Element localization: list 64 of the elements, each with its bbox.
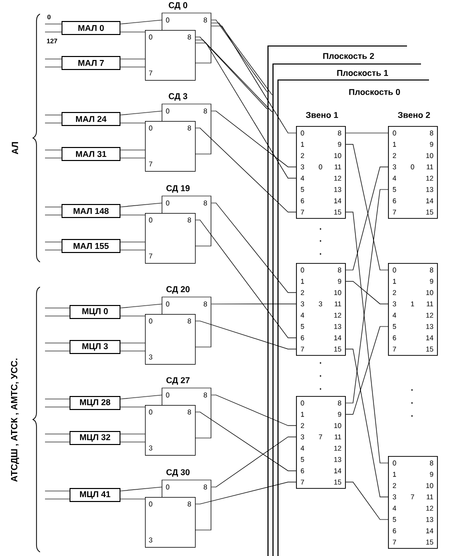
connector-line xyxy=(346,144,388,270)
connector-line xyxy=(120,214,146,216)
connector-line xyxy=(120,66,146,68)
connector-line xyxy=(120,350,146,352)
connector-line xyxy=(346,482,388,520)
connector-line xyxy=(120,304,162,308)
connector-line xyxy=(211,110,296,168)
connector-line xyxy=(120,58,146,60)
input-line xyxy=(44,342,70,344)
connector-line xyxy=(195,220,296,338)
plane-label: Плоскость 0 xyxy=(349,89,400,95)
input-line xyxy=(44,398,70,400)
connector-line xyxy=(120,20,162,24)
connector-line xyxy=(211,26,296,134)
group-label: АТСДШ , АТСК , АМТС, УСС. xyxy=(10,358,20,482)
connector-line xyxy=(120,406,146,408)
module-box: МЦЛ 28 xyxy=(70,396,120,410)
module-box: МАЛ 0 xyxy=(62,21,120,35)
connector-line xyxy=(195,128,296,212)
connector-line xyxy=(346,212,388,464)
connector-line xyxy=(195,320,296,350)
connector-line xyxy=(120,486,162,492)
input-line xyxy=(44,350,70,352)
input-line xyxy=(44,490,70,492)
connector-line xyxy=(346,189,388,404)
connector-line xyxy=(195,482,296,504)
connector-line xyxy=(120,122,146,124)
module-box: МАЛ 24 xyxy=(62,112,120,126)
connector-line xyxy=(346,281,388,304)
connector-line xyxy=(120,498,146,500)
module-box: МАЛ 155 xyxy=(62,239,120,253)
input-line xyxy=(44,206,62,208)
connector-line xyxy=(346,326,388,415)
module-box: МАЛ 148 xyxy=(62,204,120,218)
connector-line xyxy=(346,132,388,134)
connector-line xyxy=(211,436,296,488)
connector-line xyxy=(346,166,388,270)
input-line xyxy=(44,122,62,124)
module-box: МЦЛ 32 xyxy=(70,431,120,445)
input-line xyxy=(44,66,62,68)
connector-line xyxy=(120,110,162,116)
input-line xyxy=(44,114,62,116)
module-box: МЦЛ 3 xyxy=(70,340,120,354)
connector-line xyxy=(120,342,146,344)
connector-line xyxy=(195,412,296,472)
input-line xyxy=(44,498,70,500)
connector-line xyxy=(120,394,162,400)
module-box: МЦЛ 41 xyxy=(70,488,120,502)
stage-label: Звено 2 xyxy=(398,112,430,118)
module-box: МАЛ 7 xyxy=(62,56,120,70)
plane-label: Плоскость 1 xyxy=(337,70,388,76)
input-line xyxy=(44,214,62,216)
connector-line xyxy=(120,202,162,208)
connector-line xyxy=(195,42,296,178)
plane-label: Плоскость 2 xyxy=(323,53,374,59)
connector-line xyxy=(211,202,296,293)
stage-label: Звено 1 xyxy=(306,112,338,118)
group-label: АЛ xyxy=(12,142,18,154)
module-box: МЦЛ 0 xyxy=(70,305,120,319)
input-line xyxy=(44,406,70,408)
connector-line xyxy=(211,394,296,426)
input-line xyxy=(44,58,62,60)
module-box: МАЛ 31 xyxy=(62,147,120,161)
connector-line xyxy=(346,348,388,498)
